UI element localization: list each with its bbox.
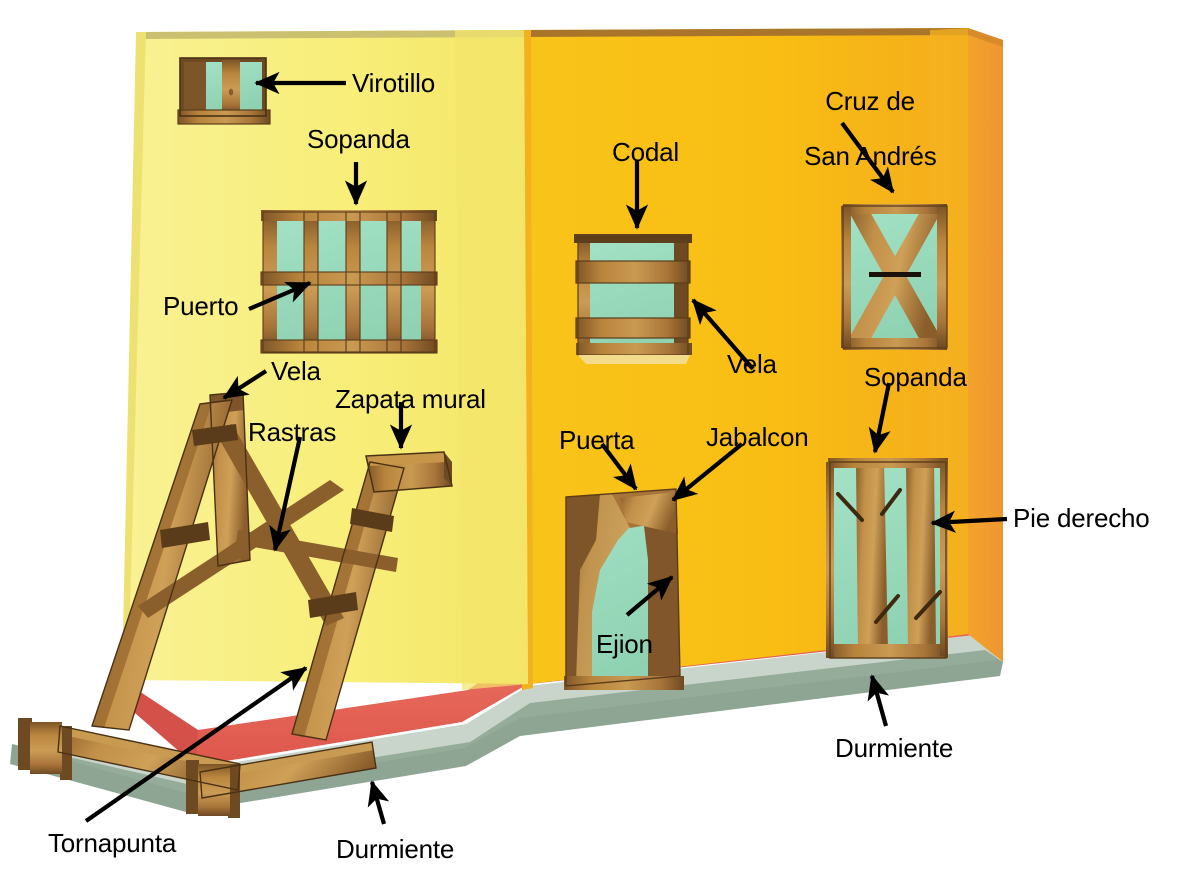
arrow-puerta [600,442,638,491]
label-ejion: Ejion [596,629,653,659]
label-cruz-line-2: San Andrés [804,140,937,171]
label-rastras: Rastras [248,417,337,447]
label-durmiente-right: Durmiente [835,733,954,763]
label-puerta: Puerta [559,425,635,455]
window-gridded-left [260,210,438,354]
label-pie-derecho: Pie derecho [1013,503,1150,533]
label-puerto: Puerto [163,291,239,321]
label-cruz-line-1: Cruz de [825,85,915,116]
label-sopanda-left: Sopanda [307,124,410,154]
arrow-sopanda-right [868,382,892,454]
ground-plinth [10,634,1003,812]
arrow-durmiente-left [367,780,390,825]
arrow-ejion [625,575,674,617]
arrow-puerto [248,281,312,311]
arrow-vela-right [691,298,755,371]
arrow-jabalcon [671,442,744,502]
arrow-pie-derecho [930,510,1008,533]
window-virotillo [177,57,271,125]
arrow-durmiente-right [867,674,890,727]
window-cruz-san-andres [841,204,948,350]
arrow-cruz-san-andres [840,121,895,194]
label-jabalcon: Jabalcon [706,422,809,452]
arrow-vela-left [222,369,268,400]
label-sopanda-right: Sopanda [864,362,967,392]
label-vela-left: Vela [271,356,321,386]
annotation-arrows [84,71,1008,825]
window-codal [574,234,692,364]
label-vela-right: Vela [727,349,777,379]
arrow-rastras [269,436,303,552]
label-codal: Codal [612,137,679,167]
wall-return-face [968,28,1003,662]
arrow-tornapunta [84,666,308,823]
label-zapata-mural: Zapata mural [335,384,486,414]
shoring-frame [18,391,453,818]
label-durmiente-left: Durmiente [336,834,455,864]
label-virotillo: Virotillo [352,68,435,98]
window-pie-derecho [826,458,948,659]
label-cruz-san-andres: Cruz de San Andrés [776,60,937,198]
label-tornapunta: Tornapunta [48,828,177,858]
